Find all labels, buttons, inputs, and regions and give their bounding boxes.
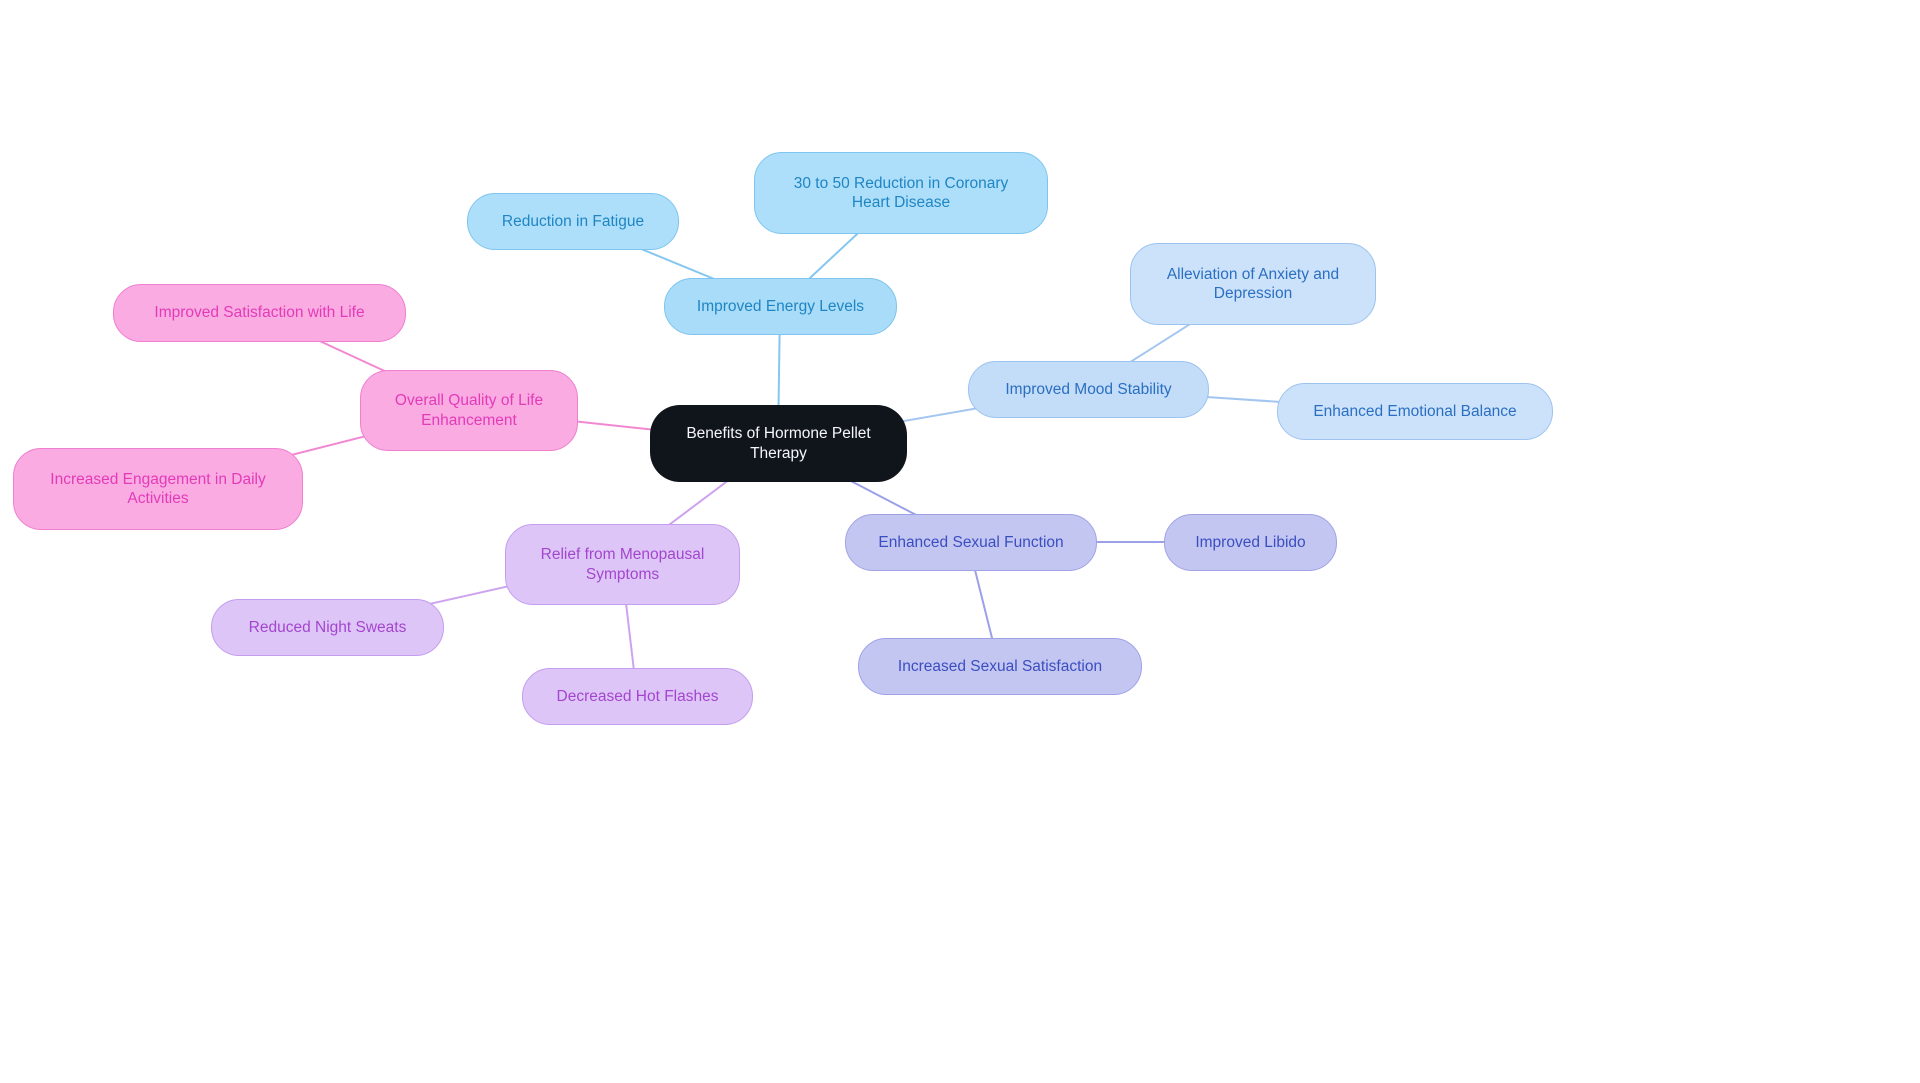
- node-enhanced-sexual-function: Enhanced Sexual Function: [845, 514, 1097, 571]
- node-increased-sexual-satisfaction: Increased Sexual Satisfaction: [858, 638, 1142, 695]
- node-improved-mood-stability: Improved Mood Stability: [968, 361, 1209, 418]
- node-increased-engagement-daily-activities: Increased Engagement in Daily Activities: [13, 448, 303, 530]
- node-enhanced-emotional-balance: Enhanced Emotional Balance: [1277, 383, 1553, 440]
- node-reduced-night-sweats: Reduced Night Sweats: [211, 599, 444, 656]
- node-relief-menopausal-symptoms: Relief from Menopausal Symptoms: [505, 524, 740, 605]
- node-overall-quality-of-life: Overall Quality of Life Enhancement: [360, 370, 578, 451]
- node-decreased-hot-flashes: Decreased Hot Flashes: [522, 668, 753, 725]
- central-node: Benefits of Hormone Pellet Therapy: [650, 405, 907, 482]
- node-alleviation-anxiety-depression: Alleviation of Anxiety and Depression: [1130, 243, 1376, 325]
- node-improved-satisfaction-with-life: Improved Satisfaction with Life: [113, 284, 406, 342]
- node-reduction-in-fatigue: Reduction in Fatigue: [467, 193, 679, 250]
- node-improved-libido: Improved Libido: [1164, 514, 1337, 571]
- node-coronary-heart-disease-reduction: 30 to 50 Reduction in Coronary Heart Dis…: [754, 152, 1048, 234]
- node-improved-energy-levels: Improved Energy Levels: [664, 278, 897, 335]
